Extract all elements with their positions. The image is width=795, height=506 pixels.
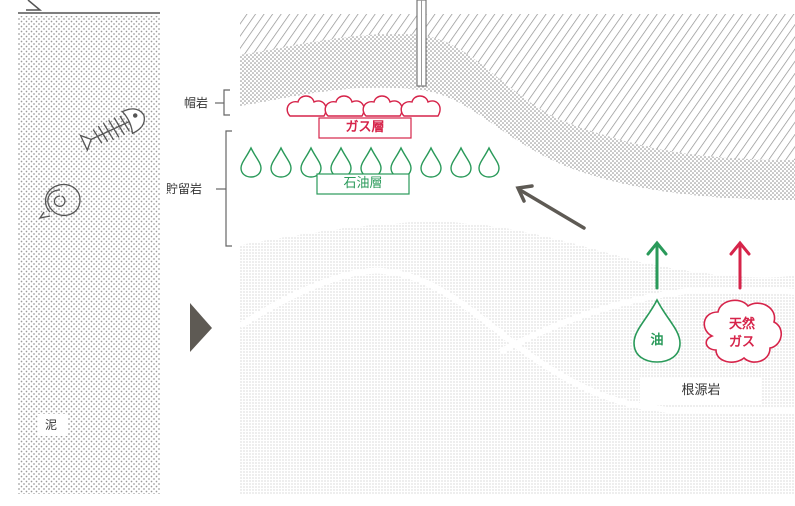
cap-rock-label: 帽岩 — [184, 96, 209, 110]
oil-upward-arrow-icon — [646, 240, 668, 290]
drill-pipe — [416, 0, 427, 87]
oil-label: 油 — [650, 333, 664, 348]
label-brackets — [215, 89, 232, 247]
oil-layer-label: 石油層 — [343, 176, 383, 191]
oil-drop-icon — [633, 298, 681, 363]
mud-column-panel — [18, 0, 160, 494]
gas-clouds — [286, 95, 441, 117]
gas-upward-arrow-icon — [729, 240, 751, 290]
source-rock-box — [640, 378, 762, 404]
natural-gas-label-line1: 天然 — [728, 317, 755, 332]
gas-layer-label: ガス層 — [345, 120, 385, 135]
mud-label: 泥 — [45, 418, 58, 432]
gas-layer-box — [318, 117, 412, 139]
reservoir-rock-label: 貯留岩 — [166, 182, 203, 196]
migration-arrow-icon — [515, 184, 586, 230]
source-rock-label: 根源岩 — [681, 383, 721, 398]
oil-layer-box — [316, 173, 410, 195]
natural-gas-cloud-icon — [703, 299, 782, 363]
ammonite-fossil-icon — [38, 183, 81, 219]
cross-section-panel — [238, 0, 795, 494]
oil-drops — [240, 146, 500, 178]
natural-gas-label-line2: ガス — [728, 335, 755, 350]
fish-fossil-icon — [79, 108, 145, 152]
transition-arrow-icon — [190, 303, 212, 352]
